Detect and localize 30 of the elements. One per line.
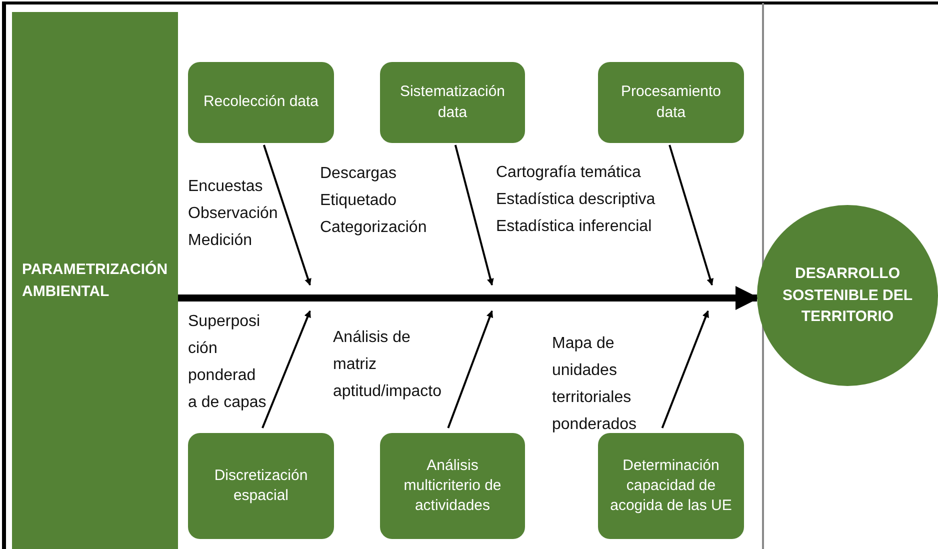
category-band: PARAMETRIZACIÓN AMBIENTAL xyxy=(12,12,178,549)
annotation-text: Mapa de unidades territoriales ponderados xyxy=(552,334,638,435)
spine-arrow xyxy=(178,286,760,310)
annotation-text: Superposi xyxy=(188,312,260,332)
annotation-text: Descargas xyxy=(320,164,396,184)
arrow xyxy=(661,310,709,428)
process-box: Determinación capacidad de acogida de las UE xyxy=(598,433,744,539)
arrow xyxy=(454,144,494,286)
annotation-text: ción xyxy=(188,339,218,359)
arrow xyxy=(447,310,494,428)
annotation-text: Etiquetado xyxy=(320,191,397,211)
annotation-text: Cartografía temática xyxy=(496,163,641,183)
annotation-text: Encuestas xyxy=(188,177,263,197)
annotation-text: Observación xyxy=(188,204,278,224)
outcome-circle: DESARROLLO SOSTENIBLE DEL TERRITORIO xyxy=(757,205,938,386)
annotation-text: Medición xyxy=(188,231,252,251)
annotation-text: a de capas xyxy=(188,393,266,413)
annotation-text: ponderad xyxy=(188,366,256,386)
annotation-text: Análisis de matriz aptitud/impacto xyxy=(333,328,443,402)
process-box: Procesamiento data xyxy=(598,62,744,143)
process-box: Recolección data xyxy=(188,62,334,143)
arrow xyxy=(262,144,312,286)
process-box: Sistematización data xyxy=(380,62,525,143)
arrow xyxy=(262,310,311,428)
annotation-text: Categorización xyxy=(320,218,427,238)
annotation-text: Estadística descriptiva xyxy=(496,190,656,210)
process-box: Análisis multicriterio de actividades xyxy=(380,433,525,539)
arrow xyxy=(668,144,714,286)
process-box: Discretización espacial xyxy=(188,433,334,539)
annotation-text: Estadística inferencial xyxy=(496,217,652,237)
